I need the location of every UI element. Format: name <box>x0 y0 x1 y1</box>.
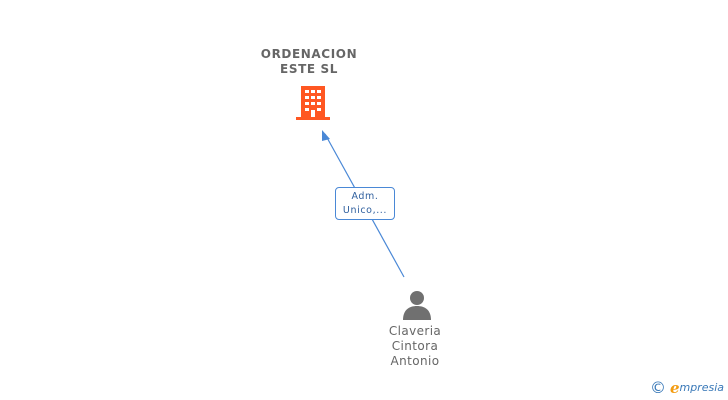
brand-logo-text: mpresia <box>679 381 724 394</box>
brand-logo-e: e <box>669 379 680 397</box>
empresia-logo: © e mpresia <box>649 378 724 397</box>
person-name[interactable]: Claveria Cintora Antonio <box>365 324 465 369</box>
person-name-line: Antonio <box>390 354 440 368</box>
arrow-head-icon <box>322 130 330 141</box>
building-icon[interactable] <box>296 84 330 120</box>
relation-label-line: Adm. <box>351 191 379 202</box>
company-name[interactable]: ORDENACION ESTE SL <box>260 47 358 76</box>
copyright-icon: © <box>649 378 666 397</box>
relation-label-line: Unico,... <box>342 205 388 216</box>
person-name-line: Claveria <box>388 324 442 338</box>
person-name-line: Cintora <box>391 339 439 353</box>
person-icon[interactable] <box>402 290 432 320</box>
relation-label[interactable]: Adm. Unico,... <box>335 187 395 220</box>
